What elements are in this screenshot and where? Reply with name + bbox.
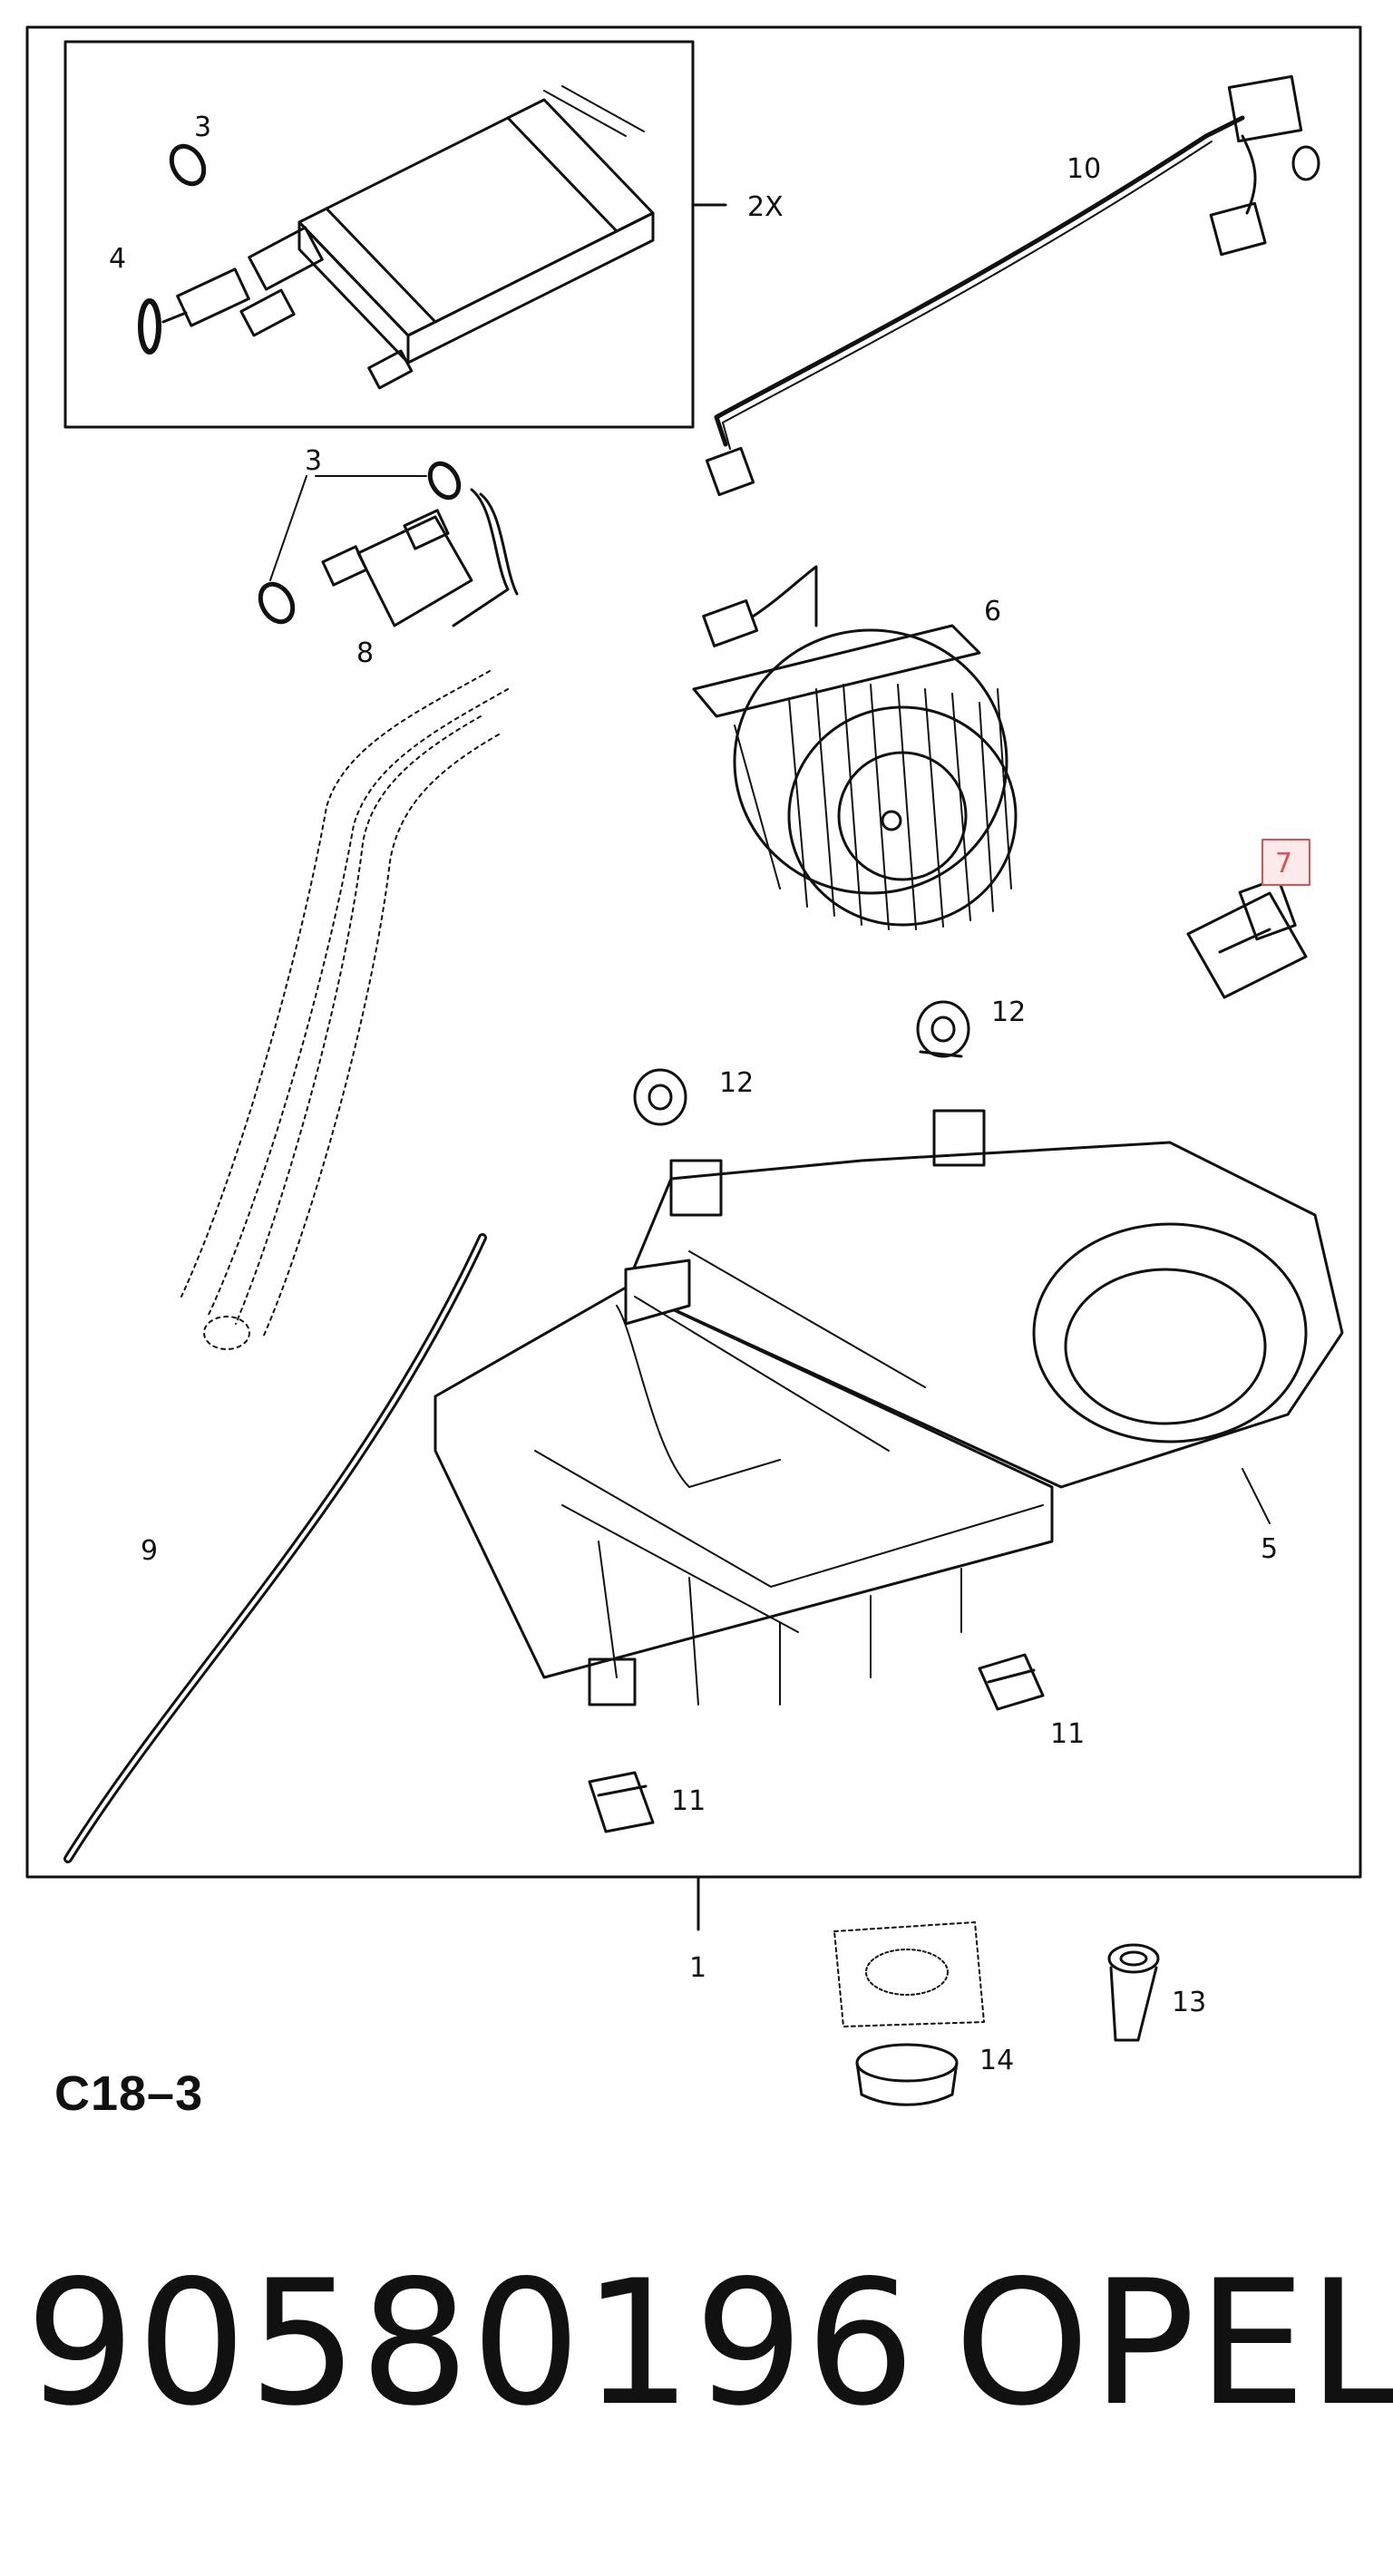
part-8-valve xyxy=(321,488,519,627)
callout-12-right: 12 xyxy=(991,996,1026,1028)
part-3-oring-inset xyxy=(169,143,207,187)
callout-6: 6 xyxy=(984,596,1001,627)
part-6-blower-fan xyxy=(692,565,1018,930)
callout-11-left: 11 xyxy=(671,1785,706,1817)
callout-labels: 3 4 2X 10 3 8 6 7 12 12 9 5 11 11 1 13 1… xyxy=(109,112,1292,2076)
brand-name: OPEL xyxy=(954,2243,1393,2444)
diagram-reference-code: C18–3 xyxy=(54,2066,204,2121)
callout-4: 4 xyxy=(109,243,126,275)
callout-5: 5 xyxy=(1261,1533,1278,1565)
callout-13: 13 xyxy=(1172,1987,1206,2018)
part-10-harness xyxy=(705,74,1320,497)
part-12-grommet-right xyxy=(916,1000,970,1058)
part-number: 90580196 xyxy=(25,2243,918,2444)
part-11-clip-left xyxy=(588,1771,655,1833)
part-7-highlight-box xyxy=(1261,839,1310,886)
diagram-frame xyxy=(25,25,1362,1879)
detail-inset-box xyxy=(63,40,695,429)
part-3-oring-upper xyxy=(427,461,462,501)
callout-8: 8 xyxy=(356,637,374,669)
part-7-resistor xyxy=(1186,877,1308,999)
callout-2x: 2X xyxy=(747,191,784,223)
callout-7: 7 xyxy=(1275,848,1292,880)
part-11-clip-right xyxy=(978,1653,1045,1711)
heater-pipes xyxy=(180,670,509,1350)
callout-10: 10 xyxy=(1067,153,1101,185)
part-14-cap xyxy=(833,1921,985,2106)
part-4-connector xyxy=(138,267,250,355)
callout-9: 9 xyxy=(141,1535,158,1567)
parts-diagram: 3 4 2X 10 3 8 6 7 12 12 9 5 11 11 1 13 1… xyxy=(25,25,1362,2106)
callout-3: 3 xyxy=(305,445,322,477)
part-2-resistor xyxy=(239,85,655,390)
callout-11-right: 11 xyxy=(1050,1718,1085,1750)
part-13-drain-valve xyxy=(1107,1943,1160,2042)
part-9-drain-hose xyxy=(63,1233,487,1863)
callout-1: 1 xyxy=(689,1952,706,1984)
part-12-grommet-left xyxy=(633,1068,687,1126)
callout-14: 14 xyxy=(979,2045,1014,2076)
callout-12-left: 12 xyxy=(719,1067,754,1099)
part-5-blower-housing xyxy=(433,1109,1344,1706)
part-3-oring-lower xyxy=(258,581,296,625)
callout-3-inset: 3 xyxy=(194,112,211,143)
